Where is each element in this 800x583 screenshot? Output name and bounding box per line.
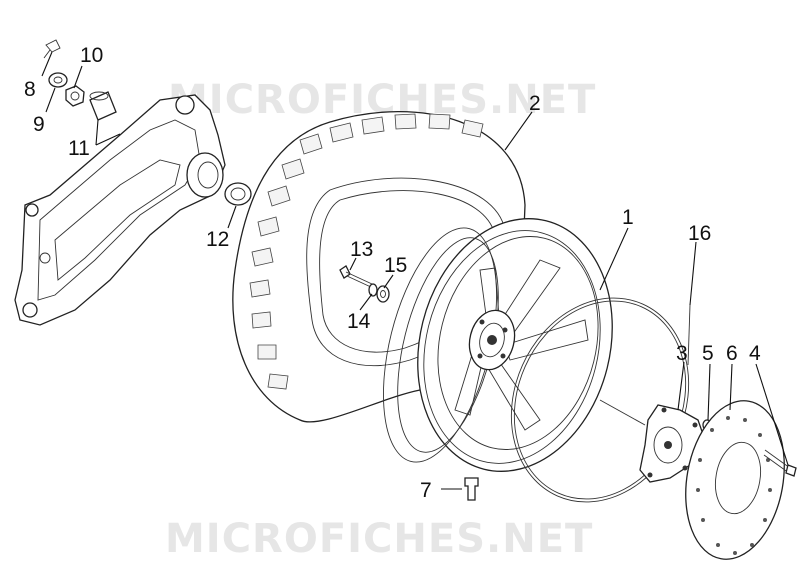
callout-3: 3: [676, 342, 688, 365]
leader-lines: [41, 51, 789, 490]
callout-4: 4: [749, 342, 761, 365]
washer-part-14: [368, 283, 378, 297]
valve-part-7: [464, 477, 479, 501]
callout-2: 2: [529, 92, 541, 115]
callout-7: 7: [420, 479, 432, 502]
wheel-rim: [383, 218, 613, 472]
callout-14: 14: [347, 310, 371, 333]
callout-15: 15: [384, 254, 407, 277]
callout-11: 11: [68, 137, 90, 160]
callout-10: 10: [80, 44, 103, 67]
nut-part-10: [65, 85, 85, 107]
callout-12: 12: [206, 228, 229, 251]
callout-5: 5: [702, 342, 714, 365]
pin-part-8: [43, 39, 61, 59]
washer-part-15: [376, 285, 390, 303]
callout-8: 8: [24, 78, 36, 101]
callout-1: 1: [622, 206, 634, 229]
callout-16: 16: [688, 222, 711, 245]
brake-disc-part-6: [685, 400, 785, 560]
spacer-part-11: [89, 91, 117, 121]
callout-labels: 1 2 3 4 5 6 7 8 9 10 11 12 13 14 15 16: [24, 44, 761, 502]
callout-9: 9: [33, 113, 45, 136]
bolt-part-4: [763, 449, 797, 477]
washer-part-9: [48, 72, 68, 88]
callout-6: 6: [726, 342, 738, 365]
callout-13: 13: [350, 238, 373, 261]
swing-arm: [14, 94, 226, 326]
seal-part-12: [224, 182, 252, 206]
watermark-bottom: MICROFICHES.NET: [165, 516, 593, 562]
bolt-part-13: [339, 265, 374, 289]
